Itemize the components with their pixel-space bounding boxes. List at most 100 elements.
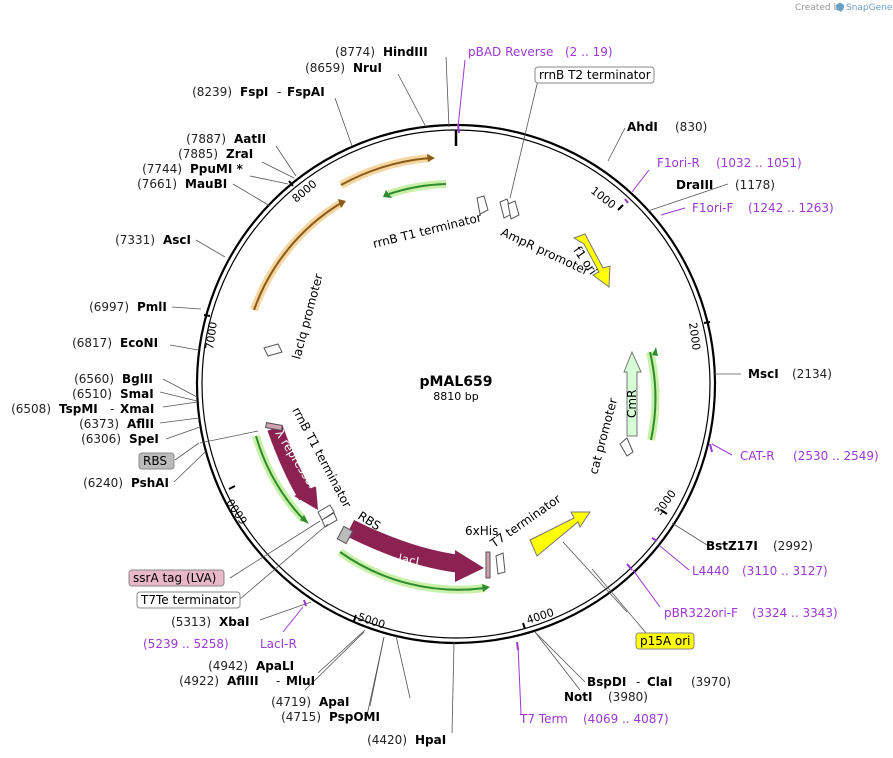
box-label: ssrA tag (LVA)	[133, 571, 216, 585]
site-name: AflII	[127, 417, 154, 431]
site-name: AatII	[234, 132, 266, 146]
primer-range: (2530 .. 2549)	[793, 449, 879, 463]
primer-leader-lines	[282, 59, 733, 715]
site-name: EcoNI	[120, 336, 158, 350]
primer-range: (3110 .. 3127)	[742, 564, 828, 578]
site-PpuMI: (7744) PpuMI *	[142, 162, 243, 176]
site-pos: (5313)	[171, 615, 211, 629]
site-AscI: (7331) AscI	[115, 233, 191, 247]
site-name-2: XmaI	[120, 402, 154, 416]
site-pos: (7331)	[115, 233, 155, 247]
site-PspOMI: (4715) PspOMI	[281, 710, 380, 724]
site-name-2: ClaI	[647, 675, 672, 689]
site-pos: (3980)	[608, 690, 648, 704]
primer-F1ori-F: F1ori-F (1242 .. 1263)	[692, 201, 834, 215]
site-pos: (3970)	[691, 675, 731, 689]
site-name: SpeI	[129, 432, 159, 446]
primer-range: (5239 .. 5258)	[143, 637, 229, 651]
tick-label: 6000	[224, 496, 250, 526]
tick-mark	[228, 485, 236, 490]
site-SpeI: (6306) SpeI	[81, 432, 159, 446]
site-MscI: MscI (2134)	[748, 367, 832, 381]
site-pos: (6240)	[83, 476, 123, 490]
backbone	[195, 123, 717, 645]
site-separator: -	[276, 674, 280, 688]
site-pos: (7885)	[178, 147, 218, 161]
primer-name: T7 Term	[519, 712, 568, 726]
site-separator: -	[277, 85, 281, 99]
tick-mark	[353, 614, 357, 622]
site-pos: (4922)	[179, 674, 219, 688]
feature-label-6xHis: 6xHis	[465, 524, 498, 538]
site-EcoNI: (6817) EcoNI	[72, 336, 158, 350]
tick-label: 2000	[686, 322, 703, 352]
site-name: BspDI	[587, 675, 626, 689]
site-name: XbaI	[219, 615, 249, 629]
site-name: PshAI	[131, 476, 169, 490]
site-name: BglII	[122, 372, 153, 386]
box-label: RBS	[143, 454, 167, 468]
site-pos: (2134)	[792, 367, 832, 381]
feature-green-arc-left	[252, 434, 309, 524]
site-AflII: (6373) AflII	[79, 417, 154, 431]
primer-L4440: L4440 (3110 .. 3127)	[692, 564, 828, 578]
site-pos: (2992)	[773, 539, 813, 553]
terminator-glyphs-top	[476, 195, 520, 220]
feature-label-lacIq-promoter: lacIq promoter	[289, 272, 325, 361]
site-name: PpuMI *	[190, 162, 244, 176]
ssrA-glyph	[265, 422, 283, 431]
primer-range: (1032 .. 1051)	[716, 156, 802, 170]
box-p15A-ori: p15A ori	[635, 632, 695, 650]
site-SmaI: (6510) SmaI	[72, 387, 154, 401]
box-T7Te-terminator: T7Te terminator	[136, 591, 241, 609]
site-name: ApaLI	[256, 659, 294, 673]
primer-name: pBAD Reverse	[468, 45, 553, 59]
site-name: MauBI	[185, 177, 227, 191]
site-PmlI: (6997) PmlI	[89, 300, 167, 314]
site-NotI: NotI (3980)	[564, 690, 648, 704]
lacIq-promoter-glyph	[263, 343, 283, 357]
credit-prefix: Created by	[795, 3, 845, 13]
feature-lacI: lacI	[345, 519, 484, 582]
primer-pBAD-Reverse: pBAD Reverse (2 .. 19)	[468, 45, 613, 59]
primer-name: CAT-R	[740, 449, 775, 463]
T7-terminator-glyph	[495, 552, 506, 575]
site-pos: (6997)	[89, 300, 129, 314]
site-name: SmaI	[120, 387, 154, 401]
site-PshAI: (6240) PshAI	[83, 476, 169, 490]
site-pos: (7744)	[142, 162, 182, 176]
feature-lacIq-orange-arc	[250, 199, 346, 312]
site-name-2: MluI	[286, 674, 315, 688]
site-HpaI: (4420) HpaI	[367, 733, 446, 747]
primer-T7-Term: T7 Term (4069 .. 4087)	[519, 712, 669, 726]
site-BstZ17I: BstZ17I (2992)	[706, 539, 813, 553]
feature-label-CmR: CmR	[625, 390, 639, 418]
tick-mark	[703, 321, 711, 324]
snapgene-logo-icon	[836, 3, 844, 11]
tick-label: 1000	[588, 184, 618, 211]
feature-green-arc-bottom	[337, 548, 490, 594]
site-name: NruI	[353, 61, 382, 75]
site-pos: (7661)	[137, 177, 177, 191]
site-pos: (8774)	[335, 45, 375, 59]
site-XbaI: (5313) XbaI	[171, 615, 249, 629]
rbs-glyph	[336, 525, 354, 545]
terminator-glyph-left-2	[321, 512, 338, 528]
box-ssrA-tag: ssrA tag (LVA)	[128, 569, 225, 587]
primer-name: F1ori-F	[692, 201, 733, 215]
site-name: MscI	[748, 367, 779, 381]
site-HindIII: (8774) HindIII	[335, 45, 428, 59]
tick-mark	[288, 180, 294, 187]
site-name: HindIII	[383, 45, 428, 59]
site-FspI-FspAI: (8239) FspI - FspAI	[192, 85, 325, 99]
primer-range: (4069 .. 4087)	[583, 712, 669, 726]
site-name: BstZ17I	[706, 539, 758, 553]
cat-promoter-glyph	[619, 437, 634, 457]
site-AhdI: AhdI (830)	[627, 120, 707, 134]
terminator-glyph-left	[317, 504, 335, 521]
site-pos: (8659)	[305, 61, 345, 75]
plasmid-size: 8810 bp	[433, 390, 478, 403]
primer-name: pBR322ori-F	[664, 606, 738, 620]
site-pos: (830)	[675, 120, 707, 134]
